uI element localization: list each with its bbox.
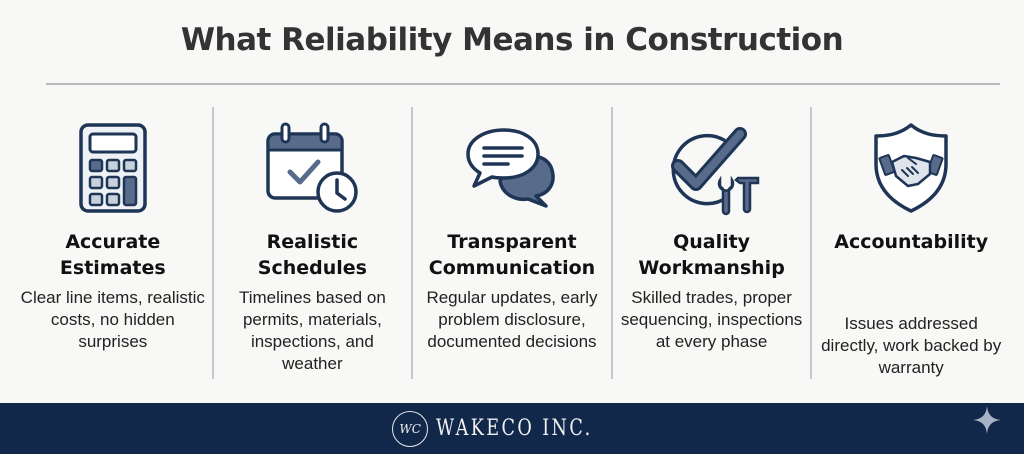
column-description: Regular updates, early problem disclosur…	[426, 288, 598, 351]
footer-bar: WC WAKECO INC.	[0, 403, 1024, 454]
logo-mark-icon: WC	[392, 410, 429, 447]
calculator-icon	[78, 113, 148, 223]
column-quality-workmanship: Quality Workmanship Skilled trades, prop…	[610, 107, 811, 379]
column-heading: Accountability	[834, 231, 989, 253]
page-title: What Reliability Means in Construction	[180, 22, 844, 58]
chat-bubbles-icon	[464, 113, 560, 223]
column-heading: Quality Workmanship	[638, 231, 785, 279]
shield-handshake-icon	[872, 113, 950, 223]
check-tools-icon	[662, 113, 762, 223]
column-accountability: Accountability Issues addressed directly…	[810, 107, 1010, 379]
column-description: Clear line items, realistic costs, no hi…	[20, 288, 205, 351]
company-logo: WC WAKECO INC.	[392, 410, 632, 447]
column-accurate-estimates: Accurate Estimates Clear line items, rea…	[14, 107, 212, 379]
column-transparent-communication: Transparent Communication Regular update…	[411, 107, 611, 379]
title-divider	[46, 83, 1000, 85]
reliability-columns: Accurate Estimates Clear line items, rea…	[14, 107, 1010, 379]
column-description: Issues addressed directly, work backed b…	[821, 314, 1002, 377]
column-realistic-schedules: Realistic Schedules Timelines based on p…	[211, 107, 412, 379]
column-heading: Accurate Estimates	[59, 231, 166, 279]
sparkle-icon	[972, 405, 1002, 440]
column-description: Skilled trades, proper sequencing, inspe…	[620, 288, 803, 351]
column-heading: Realistic Schedules	[257, 231, 367, 279]
column-description: Timelines based on permits, materials, i…	[238, 288, 386, 373]
calendar-clock-icon	[264, 113, 360, 223]
column-heading: Transparent Communication	[428, 231, 596, 279]
brand-name: WAKECO INC.	[436, 416, 593, 441]
